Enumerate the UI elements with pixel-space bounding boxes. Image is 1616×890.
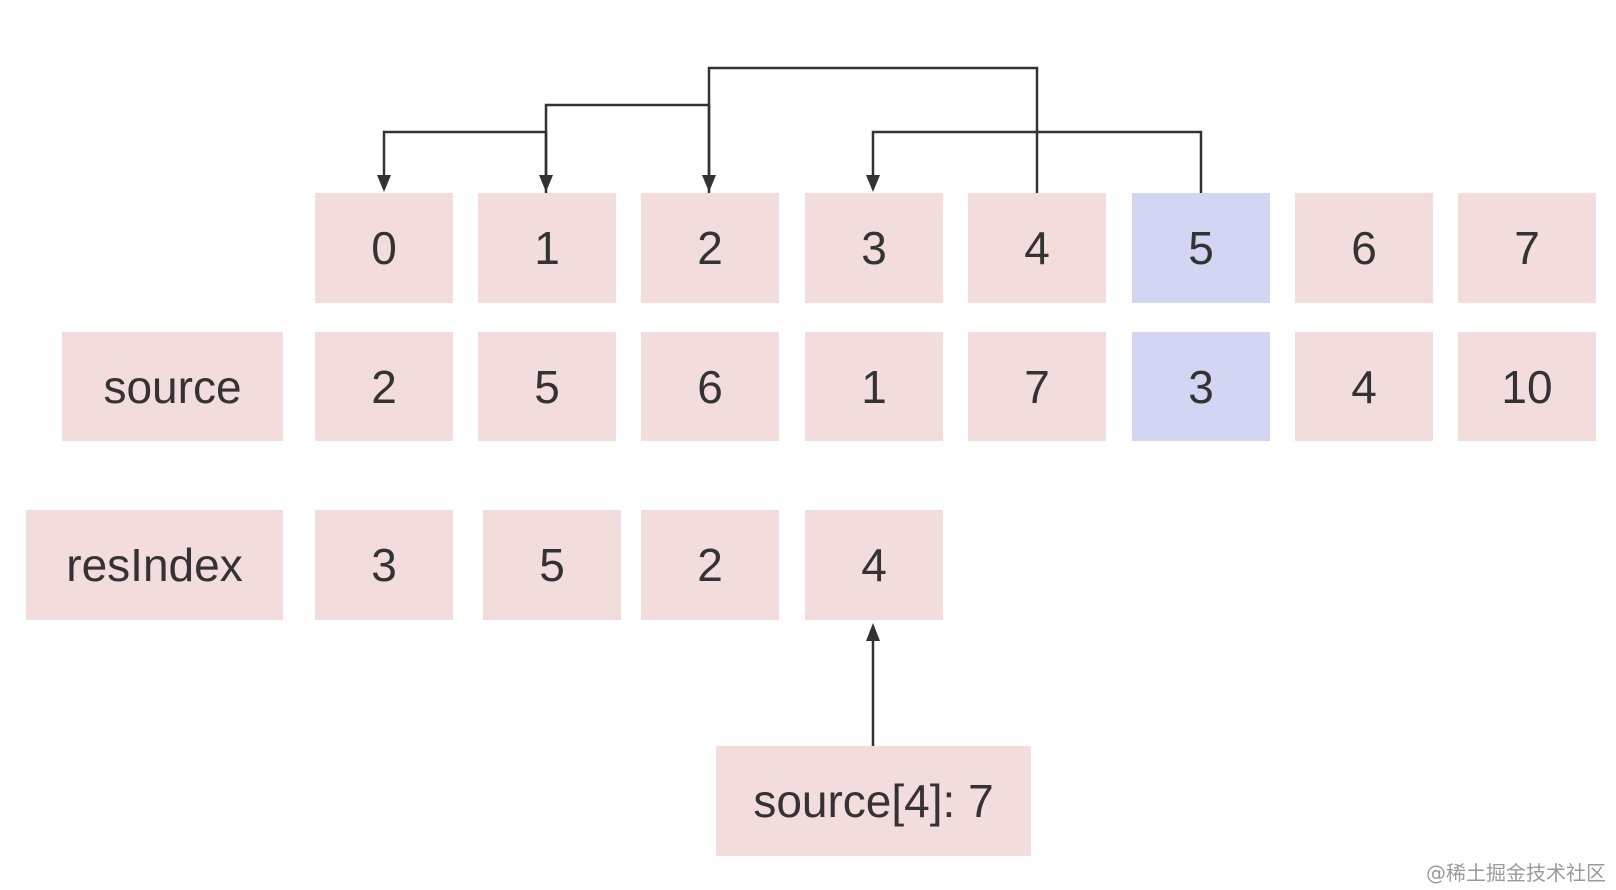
index-cell: 2 <box>641 193 779 303</box>
resindex-cell: 2 <box>641 510 779 620</box>
index-cell: 7 <box>1458 193 1596 303</box>
source-cell: 6 <box>641 332 779 441</box>
source-cell: 4 <box>1295 332 1433 441</box>
watermark: @稀土掘金技术社区 <box>1426 861 1606 885</box>
resindex-label: resIndex <box>26 510 283 620</box>
arrow-2-to-1 <box>544 103 711 193</box>
arrow-1-to-0 <box>382 130 548 193</box>
arrowhead-0 <box>377 175 391 192</box>
arrowhead-resindex <box>866 623 880 641</box>
index-cell: 3 <box>805 193 943 303</box>
resindex-cell: 5 <box>483 510 621 620</box>
index-cell: 6 <box>1295 193 1433 303</box>
source-cell: 7 <box>968 332 1106 441</box>
source-cell: 10 <box>1458 332 1596 441</box>
index-cell: 1 <box>478 193 616 303</box>
source-label: source <box>62 332 283 441</box>
arrow-5-to-3 <box>871 130 1203 193</box>
arrow-4-to-2 <box>707 66 1039 193</box>
source-cell: 5 <box>478 332 616 441</box>
source-cell-highlighted: 3 <box>1132 332 1270 441</box>
source-cell: 2 <box>315 332 453 441</box>
resindex-cell: 4 <box>805 510 943 620</box>
index-cell: 0 <box>315 193 453 303</box>
arrowhead-2 <box>702 175 716 192</box>
index-cell: 4 <box>968 193 1106 303</box>
current-source-box: source[4]: 7 <box>716 746 1031 856</box>
arrowhead-1 <box>539 175 553 192</box>
arrowhead-3 <box>866 175 880 192</box>
source-cell: 1 <box>805 332 943 441</box>
resindex-cell: 3 <box>315 510 453 620</box>
index-cell-highlighted: 5 <box>1132 193 1270 303</box>
